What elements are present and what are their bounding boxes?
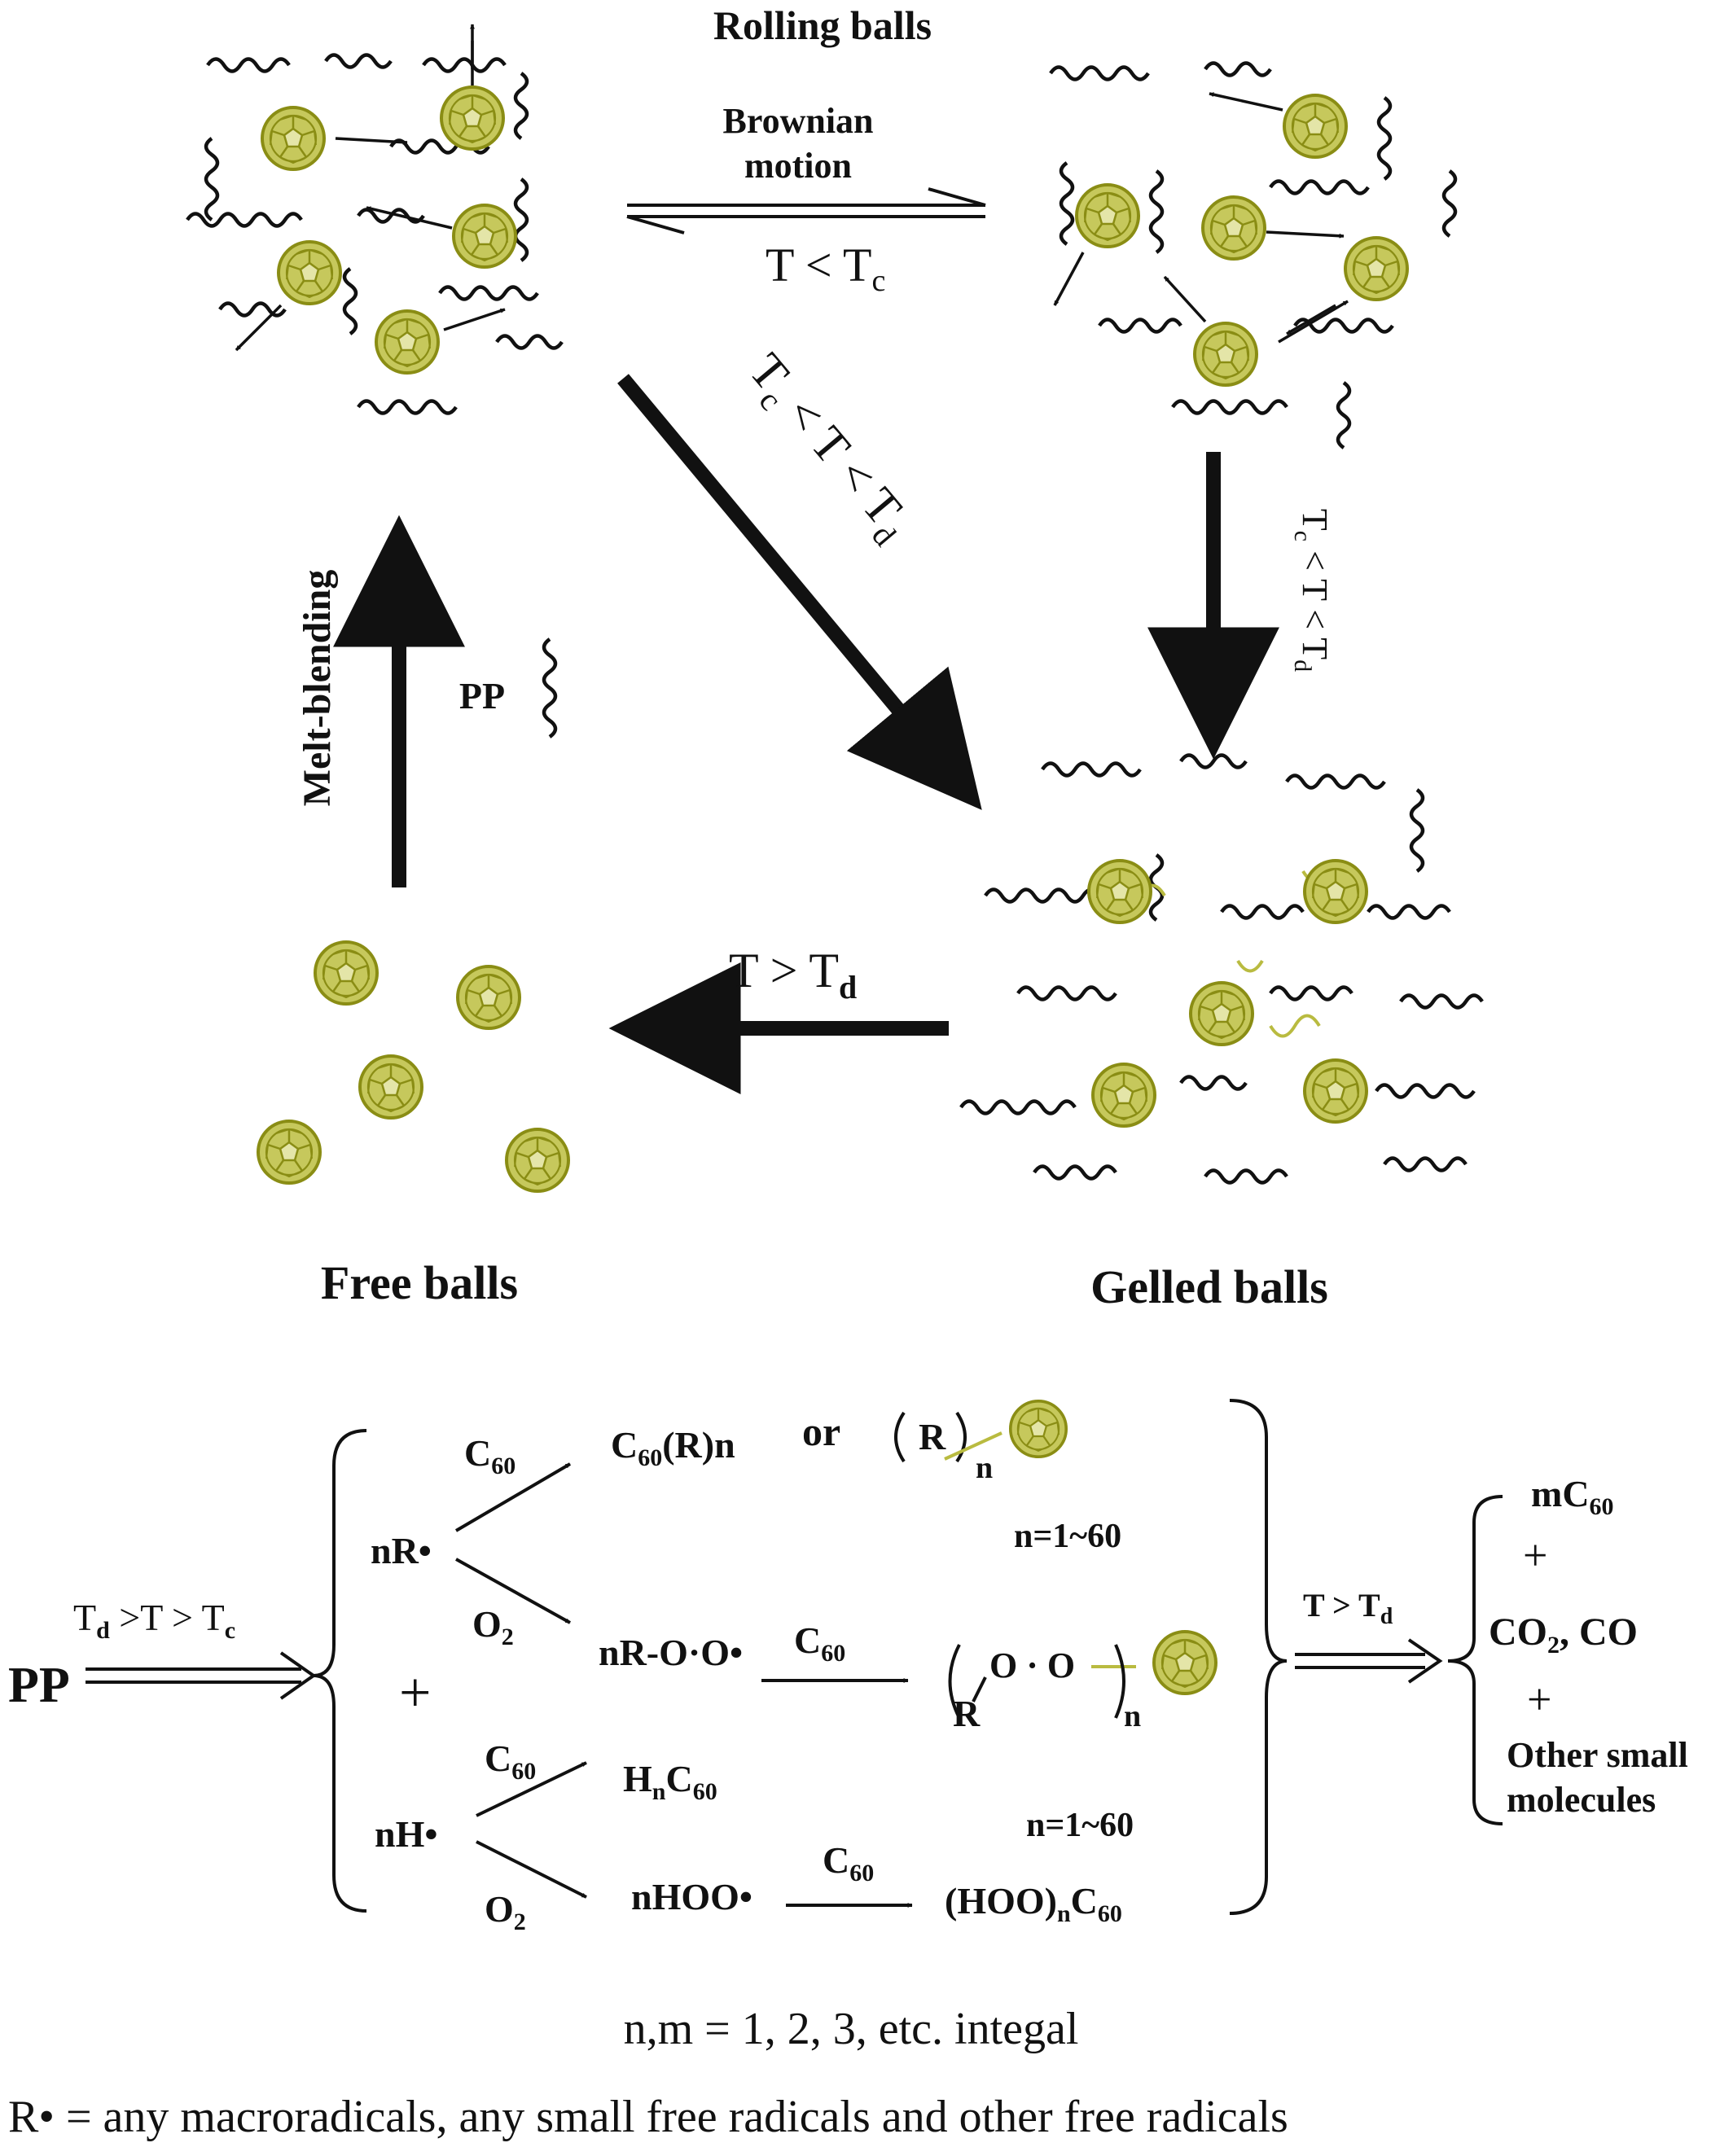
reaction-scheme: PP Td >T > Tc + nR• nH• C60 O2 C60 O2 C6… bbox=[8, 1399, 1688, 1935]
roo-oo-label: O · O bbox=[989, 1645, 1075, 1685]
pp-chain-legend-icon bbox=[542, 638, 558, 738]
pp-legend-label: PP bbox=[459, 675, 505, 716]
plus-3: + bbox=[1527, 1675, 1551, 1724]
other-small-line-1: Other small bbox=[1507, 1735, 1688, 1775]
c60-ball-icon bbox=[1009, 1399, 1068, 1458]
nh-radical: nH• bbox=[375, 1813, 437, 1855]
motion-arrows bbox=[235, 24, 1349, 352]
scheme-pp: PP bbox=[8, 1658, 70, 1713]
cond-out-label: T > Td bbox=[1303, 1587, 1393, 1629]
c60-reagent-hoo: C60 bbox=[823, 1839, 874, 1886]
r-label: R bbox=[919, 1416, 946, 1457]
nr-radical: nR• bbox=[371, 1530, 432, 1571]
process-arrows bbox=[333, 374, 1279, 1094]
equilibrium-arrow bbox=[626, 187, 986, 234]
mc60-product: mC60 bbox=[1531, 1473, 1614, 1520]
scheme-plus: + bbox=[399, 1662, 431, 1724]
o2-reagent-top: O2 bbox=[472, 1603, 514, 1650]
pp-chains-rolling-left bbox=[186, 53, 564, 415]
c60-r-n-product: C60(R)n bbox=[611, 1424, 735, 1471]
svg-text:Melt-blending: Melt-blending bbox=[296, 570, 339, 807]
brownian-label-1: Brownian bbox=[722, 101, 873, 141]
gelled-balls-title: Gelled balls bbox=[1090, 1260, 1328, 1313]
n-sub-label-1: n bbox=[976, 1451, 993, 1485]
c60-reagent-h: C60 bbox=[485, 1738, 536, 1785]
svg-text:Tc < T < Td: Tc < T < Td bbox=[733, 344, 923, 553]
hn-c60-product: HnC60 bbox=[623, 1758, 717, 1805]
n-range-1: n=1~60 bbox=[1014, 1518, 1121, 1555]
pp-chains-rolling-right bbox=[1049, 61, 1458, 449]
rolling-balls-title: Rolling balls bbox=[713, 2, 932, 48]
brownian-label-2: motion bbox=[744, 146, 852, 186]
nr-oo-radical: nR-O·O• bbox=[599, 1632, 743, 1673]
right-condition-label: Tc < T < Td bbox=[1289, 509, 1335, 672]
footer-line-1: n,m = 1, 2, 3, etc. integal bbox=[624, 2004, 1079, 2054]
t-gt-td-label: T > Td bbox=[729, 944, 857, 1006]
cond-in-label: Td >T > Tc bbox=[73, 1597, 235, 1644]
buckyballs-free bbox=[257, 940, 570, 1193]
c60-reagent-top: C60 bbox=[464, 1432, 516, 1479]
co2-co-product: CO2, CO bbox=[1489, 1610, 1638, 1659]
plus-2: + bbox=[1523, 1531, 1547, 1580]
footer-line-2: R• = any macroradicals, any small free r… bbox=[8, 2092, 1288, 2142]
c60-reagent-mid: C60 bbox=[794, 1619, 845, 1667]
n-sub-label-2: n bbox=[1124, 1699, 1141, 1733]
or-label: or bbox=[802, 1409, 840, 1454]
t-lt-tc-label: T < Tc bbox=[766, 239, 885, 298]
other-small-line-2: molecules bbox=[1507, 1780, 1656, 1820]
hoo-c60-product: (HOO)nC60 bbox=[945, 1880, 1122, 1927]
n-range-2: n=1~60 bbox=[1026, 1807, 1134, 1844]
diag-condition-label: Tc < T < Td bbox=[733, 344, 923, 553]
free-balls-title: Free balls bbox=[321, 1256, 518, 1309]
o2-reagent-bottom: O2 bbox=[485, 1888, 526, 1935]
svg-text:Tc < T < Td: Tc < T < Td bbox=[1289, 509, 1335, 672]
nhoo-radical: nHOO• bbox=[631, 1876, 752, 1917]
buckyballs-rolling-left bbox=[261, 85, 517, 375]
buckyballs-gelled bbox=[1087, 859, 1368, 1128]
buckyballs-rolling-right bbox=[1075, 94, 1409, 387]
c60-ball-icon-2 bbox=[1152, 1630, 1217, 1695]
melt-blending-label: Melt-blending bbox=[296, 570, 339, 807]
pp-chains-gelled bbox=[959, 753, 1484, 1185]
